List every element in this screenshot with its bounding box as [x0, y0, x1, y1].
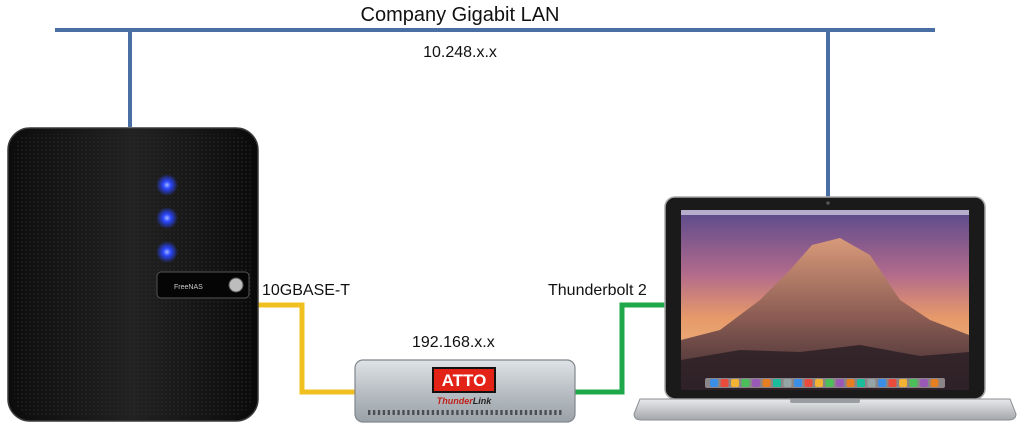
- vent-slot: [539, 410, 542, 415]
- atto-thunderlink-adapter: ATTO ThunderLink: [354, 359, 576, 423]
- vent-slot: [372, 410, 376, 415]
- dock-app-icon: [878, 379, 886, 387]
- vent-slot: [402, 410, 405, 415]
- dock-app-icon: [794, 379, 802, 387]
- thunderlink-wordmark: ThunderLink: [437, 396, 492, 406]
- vent-slot: [510, 410, 513, 415]
- vent-slot: [446, 410, 449, 415]
- dock-app-icon: [825, 379, 834, 387]
- led-2: [156, 207, 178, 229]
- thunderlink-prefix: Thunder: [437, 396, 473, 406]
- dock-app-icon: [815, 379, 823, 387]
- thunderlink-suffix: Link: [473, 396, 492, 406]
- nas-lock-knob: [228, 277, 244, 293]
- vent-slot: [534, 410, 537, 415]
- laptop-camera: [826, 201, 830, 205]
- dock-app-icon: [804, 379, 813, 387]
- vent-slot: [475, 410, 479, 415]
- vent-slot: [421, 410, 425, 415]
- dock-app-icon: [731, 379, 739, 387]
- vent-slot: [549, 410, 552, 415]
- dock-app-icon: [888, 379, 897, 387]
- label-10gbase-t: 10GBASE-T: [262, 282, 351, 299]
- vent-slot: [505, 410, 508, 415]
- dock-icons: [710, 379, 939, 387]
- vent-slot: [377, 410, 381, 415]
- dock: [705, 378, 945, 388]
- vent-slot: [412, 410, 415, 415]
- cable-thunderbolt: [575, 302, 665, 395]
- vent-slot: [515, 410, 518, 415]
- vent-slot: [554, 410, 557, 415]
- dock-app-icon: [867, 379, 876, 387]
- led-3: [156, 241, 178, 263]
- dock-app-icon: [909, 379, 918, 387]
- dock-app-icon: [783, 379, 792, 387]
- vent-slot: [392, 410, 395, 415]
- led-1: [156, 174, 178, 196]
- nas-badge-text: FreeNAS: [174, 284, 203, 291]
- dock-app-icon: [710, 379, 718, 387]
- menu-bar: [681, 210, 969, 215]
- vent-slot: [480, 410, 484, 415]
- vent-slot: [441, 410, 444, 415]
- dock-app-icon: [762, 379, 771, 387]
- dock-app-icon: [920, 379, 928, 387]
- vent-slot: [529, 410, 533, 415]
- dock-app-icon: [720, 379, 729, 387]
- vent-slot: [417, 410, 420, 415]
- vent-slot: [407, 410, 410, 415]
- lan-title: Company Gigabit LAN: [360, 4, 560, 26]
- dock-app-icon: [930, 379, 939, 387]
- cable-10gbase-t: [258, 302, 355, 395]
- vent-slot: [500, 410, 503, 415]
- dock-app-icon: [857, 379, 865, 387]
- vent-slot: [397, 410, 400, 415]
- dock-app-icon: [899, 379, 907, 387]
- atto-logo-box: [432, 367, 496, 393]
- vent-slot: [466, 410, 469, 415]
- laptop-notch: [790, 399, 860, 403]
- vent-slot: [382, 410, 386, 415]
- vent-slot: [470, 410, 474, 415]
- atto-logo-text: ATTO: [442, 371, 487, 390]
- vent-slot: [451, 410, 454, 415]
- vent-slot: [559, 410, 562, 415]
- laptop: [633, 196, 1017, 421]
- adapter-vents: [368, 410, 562, 415]
- vent-slot: [456, 410, 459, 415]
- dock-app-icon: [752, 379, 760, 387]
- vent-slot: [368, 410, 371, 415]
- vent-slot: [495, 410, 498, 415]
- dock-app-icon: [836, 379, 844, 387]
- dock-app-icon: [846, 379, 855, 387]
- vent-slot: [431, 410, 435, 415]
- vent-slot: [461, 410, 464, 415]
- dock-app-icon: [741, 379, 750, 387]
- vent-slot: [544, 410, 547, 415]
- label-private-subnet: 192.168.x.x: [412, 334, 495, 351]
- lan-subnet: 10.248.x.x: [423, 44, 497, 61]
- vent-slot: [490, 410, 493, 415]
- vent-slot: [524, 410, 528, 415]
- vent-slot: [436, 410, 439, 415]
- vent-slot: [387, 410, 390, 415]
- nas-badge-plate: [156, 271, 250, 299]
- label-thunderbolt: Thunderbolt 2: [548, 282, 647, 299]
- vent-slot: [519, 410, 523, 415]
- laptop-base: [633, 398, 1017, 421]
- vent-slot: [485, 410, 488, 415]
- dock-app-icon: [773, 379, 781, 387]
- nas-server: FreeNAS: [7, 127, 259, 422]
- vent-slot: [426, 410, 430, 415]
